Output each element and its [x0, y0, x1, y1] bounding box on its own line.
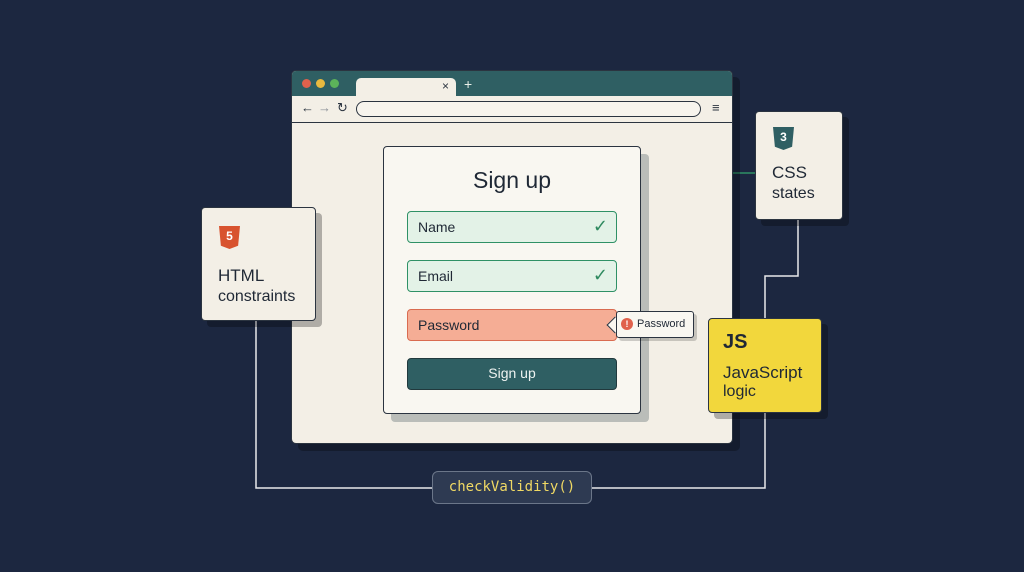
javascript-logic-card: JS JavaScript logic [708, 318, 822, 413]
html-constraints-card: 5 HTML constraints [201, 207, 316, 321]
css-to-js-line [764, 220, 799, 318]
password-field[interactable]: Password [407, 309, 617, 341]
email-field[interactable]: Email ✓ [407, 260, 617, 292]
js-card-title: JavaScript [723, 363, 803, 382]
email-field-label: Email [418, 268, 454, 284]
browser-titlebar: × + [292, 71, 732, 96]
html-to-code-line [255, 321, 432, 489]
tab-close-icon[interactable]: × [441, 79, 449, 93]
name-field[interactable]: Name ✓ [407, 211, 617, 243]
window-close-dot[interactable] [302, 79, 311, 88]
browser-toolbar: ← → ↻ ≡ [292, 96, 732, 123]
password-error-tooltip: ! Password [616, 311, 694, 338]
tooltip-text: Password [637, 318, 686, 330]
reload-icon[interactable]: ↻ [337, 100, 348, 115]
name-field-label: Name [418, 219, 456, 235]
signup-button[interactable]: Sign up [407, 358, 617, 390]
html5-logo-icon: 5 [219, 226, 240, 249]
checkmark-icon: ✓ [592, 216, 608, 236]
address-bar[interactable] [356, 101, 701, 117]
browser-tab[interactable]: × [356, 78, 456, 96]
check-validity-code: checkValidity() [432, 471, 592, 504]
password-field-label: Password [418, 317, 480, 333]
form-title: Sign up [472, 167, 551, 193]
css3-logo-icon: 3 [773, 127, 794, 150]
css-card-title: CSS [772, 163, 807, 182]
window-minimize-dot[interactable] [316, 79, 325, 88]
css-states-card: 3 CSS states [755, 111, 843, 220]
js-logo-icon: JS [723, 331, 748, 353]
window-maximize-dot[interactable] [330, 79, 339, 88]
html-card-title: HTML [218, 266, 265, 285]
css-card-subtitle: states [772, 185, 815, 202]
back-arrow-icon[interactable]: ← [301, 100, 314, 115]
new-tab-icon[interactable]: + [464, 76, 473, 92]
js-card-subtitle: logic [723, 383, 756, 400]
signup-form-card: Sign up Name ✓ Email ✓ Password Sign up [383, 146, 641, 414]
menu-icon[interactable]: ≡ [712, 100, 720, 115]
checkmark-icon: ✓ [592, 265, 608, 285]
warning-icon: ! [621, 318, 633, 330]
js-to-code-line [592, 413, 766, 489]
html-card-subtitle: constraints [218, 288, 296, 305]
forward-arrow-icon[interactable]: → [318, 100, 331, 115]
